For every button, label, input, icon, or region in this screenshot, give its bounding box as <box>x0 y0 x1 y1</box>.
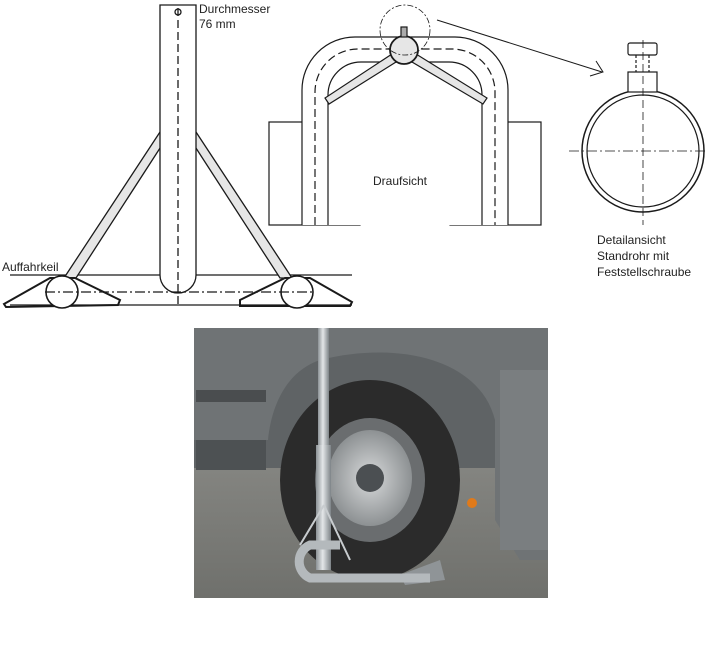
truck-body <box>194 328 548 560</box>
left-wedge <box>2 277 122 309</box>
top-view-label: Draufsicht <box>373 174 428 188</box>
wedge-label: Auffahrkeil <box>2 260 59 274</box>
truck-step <box>196 390 266 402</box>
detail-label-line3: Feststellschraube <box>597 265 692 279</box>
detail-label-line2: Standrohr mit <box>597 249 670 263</box>
screw-head <box>627 42 658 56</box>
u-frame-outer <box>301 36 509 225</box>
detail-arrow <box>436 19 603 73</box>
standpipe <box>159 4 197 294</box>
screw-nut <box>627 71 658 93</box>
reflector <box>467 498 477 508</box>
photo-base-frame <box>294 540 430 583</box>
detail-label-line1: Detailansicht <box>597 233 666 247</box>
right-strut <box>193 131 294 279</box>
diameter-label: Durchmesser <box>199 2 271 16</box>
left-strut <box>62 131 163 279</box>
right-wedge <box>239 277 354 307</box>
diameter-value: 76 mm <box>199 17 236 31</box>
side-view <box>2 4 354 309</box>
truck-photo <box>194 328 548 598</box>
center-pipe <box>389 35 419 65</box>
top-view <box>268 4 604 226</box>
detail-marker-circle <box>379 4 431 56</box>
cab-panel <box>500 370 548 550</box>
detail-view <box>569 40 706 225</box>
